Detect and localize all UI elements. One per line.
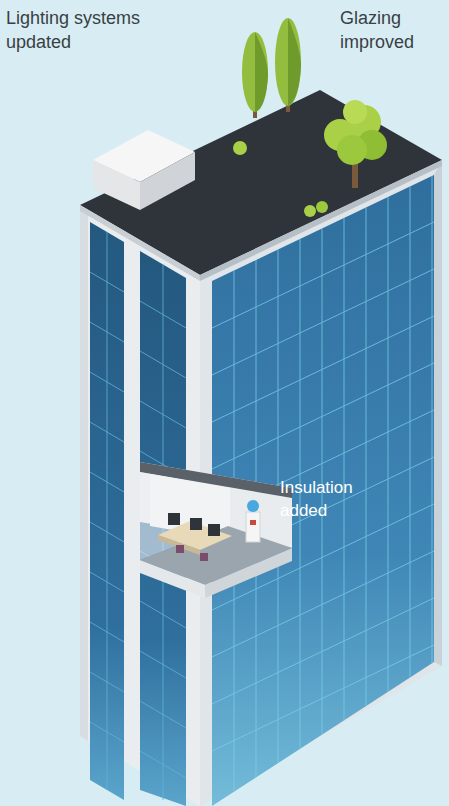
- window-grid-line: [90, 472, 124, 492]
- window-grid-line: [90, 272, 124, 292]
- window-grid-line: [90, 572, 124, 592]
- window-grid-line: [90, 522, 124, 542]
- window-grid-line: [90, 672, 124, 692]
- window-grid-line: [388, 197, 389, 692]
- window-grid-line: [90, 722, 124, 742]
- window-grid-line: [140, 601, 186, 628]
- window-grid-line: [212, 645, 434, 751]
- callout-label: Glazing improved: [340, 6, 440, 54]
- window-grid-line: [90, 372, 124, 392]
- window-grid-line: [90, 422, 124, 442]
- window-grid-line: [212, 598, 434, 704]
- window-grid-line: [140, 651, 186, 678]
- window-grid-line: [140, 401, 186, 428]
- window-grid-line: [140, 301, 186, 328]
- window-grid-line: [344, 218, 345, 720]
- window-grid-line: [432, 176, 433, 663]
- window-grid-line: [140, 701, 186, 728]
- window-grid-line: [212, 269, 434, 375]
- window-grid-line: [212, 363, 434, 469]
- callout-label: Insulation added: [280, 476, 375, 522]
- callout-label: Lighting systems updated: [6, 6, 166, 54]
- window-grid-line: [366, 207, 367, 706]
- window-grid-line: [90, 322, 124, 342]
- window-grid-line: [212, 316, 434, 422]
- window-grid-line: [90, 622, 124, 642]
- window-grid-line: [140, 351, 186, 378]
- window-grid-line: [410, 186, 411, 677]
- window-grid-line: [140, 751, 186, 778]
